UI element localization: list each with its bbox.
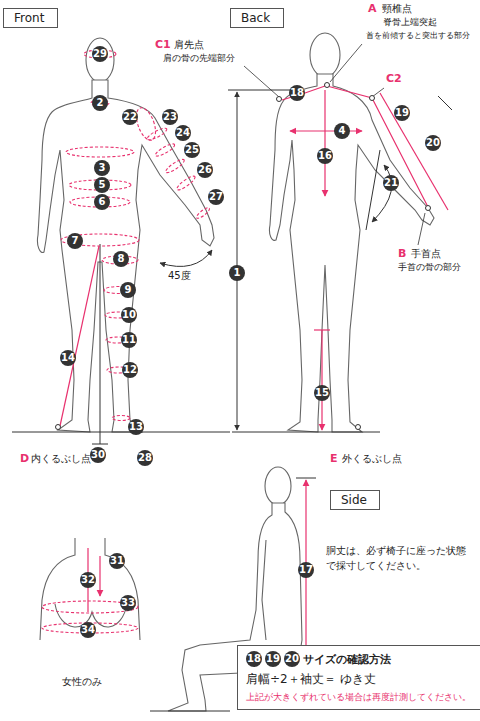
callout-number: 29: [92, 46, 108, 62]
callout-number: 26: [197, 162, 213, 178]
callout-number: 4: [334, 123, 350, 139]
callout-number: 23: [162, 109, 178, 125]
callout-number: 19: [394, 105, 410, 121]
label-text: 脊骨上端突起: [383, 17, 437, 27]
box-text: Front: [14, 11, 44, 25]
label-text: 胴丈は、必ず椅子に座った状態で採寸してください。: [326, 543, 472, 573]
callout-number: 10: [121, 307, 137, 323]
circumference-line: [42, 50, 211, 633]
callout-number: 33: [120, 595, 136, 611]
view-tag: Back: [230, 8, 284, 28]
box-text: 肩幅÷2＋袖丈＝ ゆき丈: [246, 671, 376, 688]
callout-number: 12: [122, 362, 138, 378]
callout-number: 19: [265, 651, 281, 667]
callout-number: 30: [90, 447, 106, 463]
callout-number: 18: [289, 85, 305, 101]
callout-number: 6: [94, 194, 110, 210]
callout-number: 28: [137, 450, 153, 466]
callout-number: 21: [383, 175, 399, 191]
callout-number: 16: [317, 148, 333, 164]
callout-number: 14: [60, 350, 76, 366]
point-letter: D: [20, 452, 29, 465]
box-text: 上記が大きくずれている場合は再度計測してください。: [246, 692, 471, 704]
label-text: 手首点: [411, 248, 441, 259]
view-tag: Side: [330, 490, 380, 510]
box-text: Back: [241, 11, 270, 25]
label-text: 頸椎点: [382, 3, 412, 14]
callout-number: 11: [121, 332, 137, 348]
callout-number: 13: [128, 419, 144, 435]
callout-number: 34: [80, 622, 96, 638]
callout-number: 17: [298, 562, 314, 578]
box-text: Side: [341, 493, 367, 507]
female-torso: [40, 538, 140, 640]
callout-number: 18: [246, 651, 262, 667]
callout-number: 7: [67, 233, 83, 249]
point-letter: C1: [155, 38, 171, 51]
callout-number: 3: [94, 160, 110, 176]
point-letter: C2: [386, 72, 402, 85]
box-text: サイズの確認方法: [303, 652, 391, 667]
front-figure: [37, 38, 214, 432]
callout-number: 5: [94, 177, 110, 193]
point-letter: A: [368, 2, 377, 15]
callout-number: 27: [208, 189, 224, 205]
callout-number: 20: [425, 135, 441, 151]
landmark-dot: [56, 83, 431, 430]
callout-number: 2: [92, 95, 108, 111]
label-text: 肩の骨の先端部分: [163, 53, 235, 63]
callout-number: 25: [184, 142, 200, 158]
label-text: 45度: [168, 270, 191, 282]
label-text: 女性のみ: [62, 676, 102, 687]
note-box: 181920サイズの確認方法肩幅÷2＋袖丈＝ ゆき丈上記が大きくずれている場合は…: [237, 645, 480, 710]
point-letter: E: [330, 452, 338, 465]
callout-number: 1: [229, 265, 245, 281]
leader-line: [244, 44, 425, 245]
callout-number: 32: [80, 572, 96, 588]
label-text: 肩先点: [174, 39, 204, 50]
back-figure: [269, 33, 434, 432]
callout-number: 24: [175, 125, 191, 141]
callout-number: 22: [122, 109, 138, 125]
callout-number: 20: [284, 651, 300, 667]
callout-number: 15: [314, 385, 330, 401]
label-text: 首を前傾すると突出する部分: [366, 31, 470, 41]
ground-line: [12, 90, 380, 711]
callout-number: 9: [120, 282, 136, 298]
label-text: 内くるぶし点: [31, 453, 91, 464]
view-tag: Front: [3, 8, 58, 28]
label-text: 外くるぶし点: [342, 453, 402, 464]
callout-number: 8: [113, 251, 129, 267]
point-letter: B: [398, 247, 406, 260]
callout-number: 31: [109, 553, 125, 569]
label-text: 手首の骨の部分: [398, 262, 461, 272]
